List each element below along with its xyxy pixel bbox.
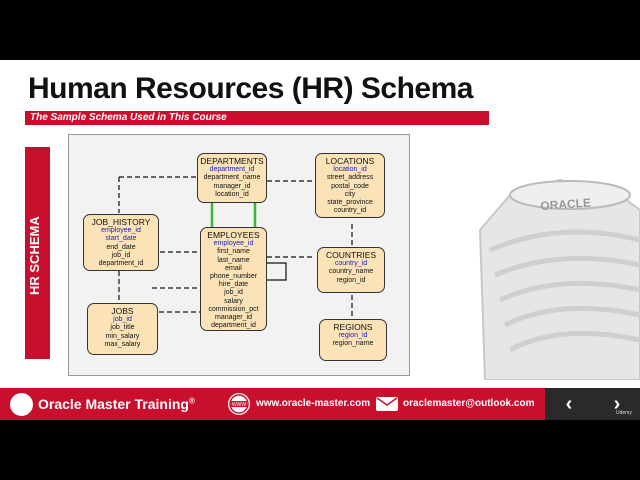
page-title: Human Resources (HR) Schema xyxy=(28,72,473,105)
side-label-bar xyxy=(25,147,50,359)
slide: ORACLE Human Resources (HR) Schema The S… xyxy=(0,60,640,420)
field: city xyxy=(344,190,356,198)
field: last_name xyxy=(217,256,250,264)
field: end_date xyxy=(106,243,136,251)
entity-name: JOBS xyxy=(111,306,134,316)
entity-countries: COUNTRIES country_id country_name region… xyxy=(317,247,385,293)
field: country_name xyxy=(328,268,374,276)
subtitle-bar xyxy=(25,111,489,125)
field: job_id xyxy=(111,251,131,259)
field: min_salary xyxy=(105,332,140,340)
field: commission_pct xyxy=(208,305,259,313)
field: phone_number xyxy=(209,273,258,281)
field: manager_id xyxy=(215,314,252,322)
svg-text:WWW: WWW xyxy=(232,402,246,408)
mail-icon xyxy=(376,397,398,411)
brand-mark: ® xyxy=(188,396,195,406)
field: postal_code xyxy=(331,182,369,190)
schema-diagram: DEPARTMENTS department_id department_nam… xyxy=(68,134,410,376)
pk-field: employee_id xyxy=(101,227,141,235)
field: email xyxy=(225,264,242,272)
side-label: HR SCHEMA xyxy=(27,216,42,295)
field: manager_id xyxy=(213,182,251,190)
field: location_id xyxy=(215,190,249,198)
pk-field: country_id xyxy=(334,260,368,268)
field: department_name xyxy=(203,174,261,182)
footer-bar xyxy=(0,388,640,420)
field: department_id xyxy=(211,322,256,330)
next-slide-button[interactable]: › xyxy=(613,393,621,415)
udemy-watermark: Udemy xyxy=(616,410,632,416)
website-link[interactable]: www.oracle-master.com xyxy=(256,398,371,409)
building-sign: ORACLE xyxy=(540,196,592,214)
entity-regions: REGIONS region_id region_name xyxy=(319,319,387,361)
entity-jobs: JOBS job_id job_title min_salary max_sal… xyxy=(87,303,158,355)
field: hire_date xyxy=(218,281,249,289)
pk-field: job_id xyxy=(113,316,132,324)
field: max_salary xyxy=(104,340,141,348)
pk-field: region_id xyxy=(338,332,368,340)
field: job_id xyxy=(224,289,243,297)
field: country_id xyxy=(333,207,367,215)
field: department_id xyxy=(98,260,144,268)
brand-name: Oracle Master Training® xyxy=(38,396,195,412)
entity-job-history: JOB_HISTORY employee_id start_date end_d… xyxy=(83,214,159,271)
oracle-building-illustration: ORACLE xyxy=(478,178,640,380)
email-link[interactable]: oraclemaster@outlook.com xyxy=(403,398,535,409)
field: region_name xyxy=(332,340,374,348)
field: first_name xyxy=(217,248,250,256)
field: state_province xyxy=(327,199,373,207)
globe-icon: WWW xyxy=(228,393,250,415)
field: street_address xyxy=(326,174,374,182)
footer-nav-panel xyxy=(545,388,640,420)
entity-departments: DEPARTMENTS department_id department_nam… xyxy=(197,153,267,203)
previous-slide-button[interactable]: ‹ xyxy=(565,393,573,415)
entity-name: DEPARTMENTS xyxy=(200,156,264,166)
pk-field: start_date xyxy=(105,235,137,243)
brand-text: Oracle Master Training xyxy=(38,396,189,412)
entity-name: JOB_HISTORY xyxy=(91,217,151,227)
entity-name: EMPLOYEES xyxy=(207,230,260,240)
entity-name: REGIONS xyxy=(333,322,373,332)
entity-name: LOCATIONS xyxy=(325,156,375,166)
field: region_id xyxy=(336,276,366,284)
entity-locations: LOCATIONS location_id street_address pos… xyxy=(315,153,385,218)
page-subtitle: The Sample Schema Used in This Course xyxy=(30,112,227,123)
field: job_title xyxy=(110,324,135,332)
entity-employees: EMPLOYEES employee_id first_name last_na… xyxy=(200,227,267,331)
pk-field: department_id xyxy=(209,166,255,174)
pk-field: employee_id xyxy=(213,240,254,248)
field: salary xyxy=(224,297,243,305)
pk-field: location_id xyxy=(333,166,367,174)
entity-name: COUNTRIES xyxy=(325,250,377,260)
oracle-master-logo-icon xyxy=(8,391,35,418)
